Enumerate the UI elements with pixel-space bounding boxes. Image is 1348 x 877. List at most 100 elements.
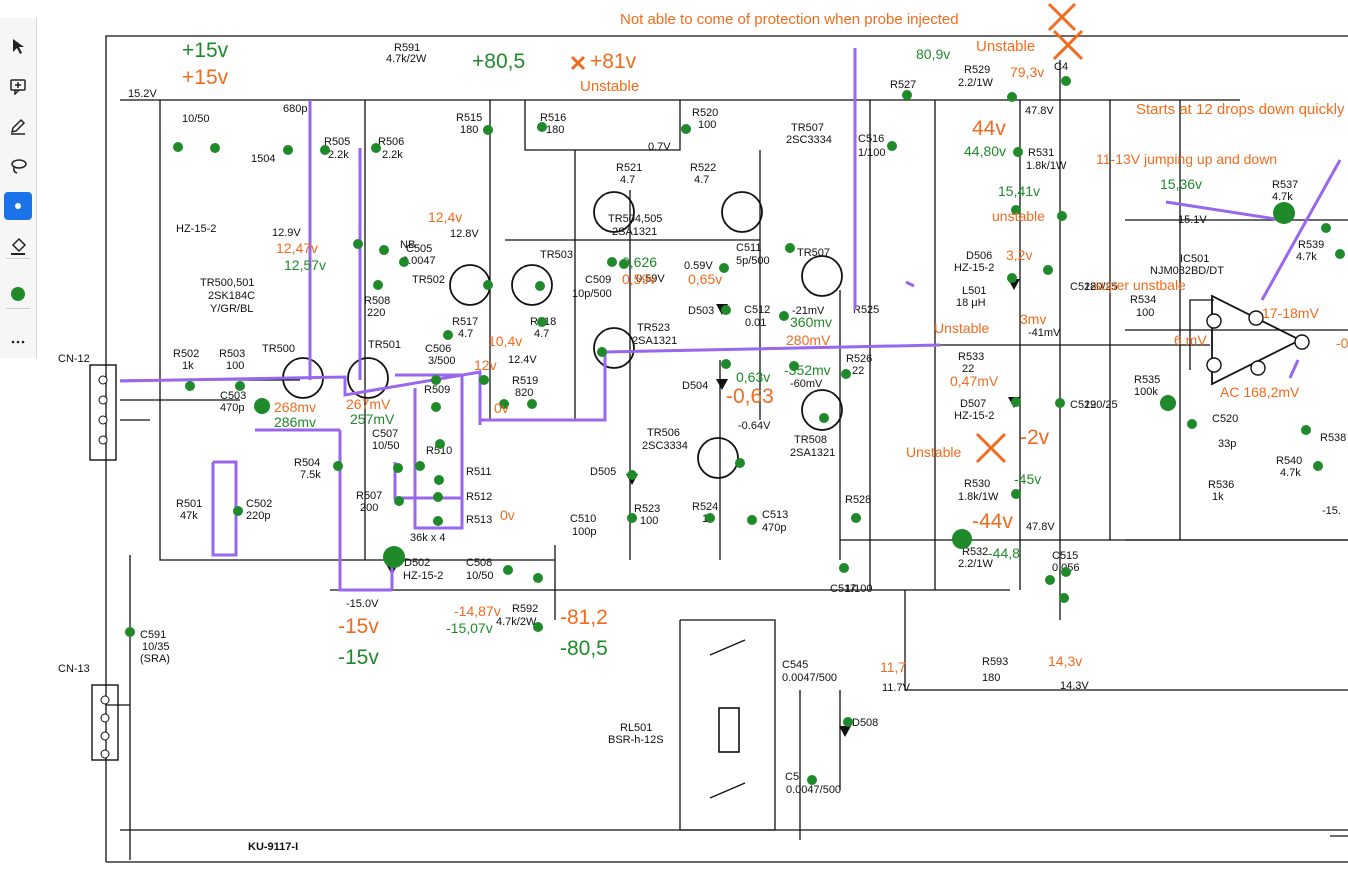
measurement-dot [841,369,851,379]
connector-pin[interactable] [100,749,110,759]
component-label: 2.2k [382,149,403,161]
component-label: 15.1V [1178,214,1207,226]
select-arrow-icon[interactable] [4,32,32,60]
connector-pin[interactable] [98,415,108,425]
component-label: CN-12 [58,353,90,365]
component-label: TR501 [368,339,401,351]
measurement-dot [851,513,861,523]
component-label: (SRA) [140,653,170,665]
component-label: 10/50 [372,440,400,452]
component-label: 4.7k [1296,251,1317,263]
component-label: 10p/500 [572,288,612,300]
component-label: IC501 [1180,253,1209,265]
measurement-dot [779,311,789,321]
measurement-dot [483,125,493,135]
relay-coil [718,707,740,753]
measurement-dot [1321,223,1331,233]
pen-icon[interactable] [4,112,32,140]
measurement-annotation: -80,5 [560,637,608,660]
measurement-dot [433,492,443,502]
component-label: 1504 [251,153,275,165]
opamp-pin [1248,310,1264,326]
component-label: 2.2/1W [958,558,993,570]
component-label: D506 [966,250,992,262]
relay-contact [709,639,746,656]
component-label: C505 [406,243,432,255]
component-label: C5 [785,771,799,783]
connector-pin[interactable] [100,695,110,705]
component-label: R592 [512,603,538,615]
connector-pin[interactable] [100,713,110,723]
component-label: TR500,501 [200,277,254,289]
connector-pin[interactable] [100,731,110,741]
transistor-symbol [721,191,763,233]
measurement-dot [415,461,425,471]
fill-bucket-icon[interactable] [4,232,32,260]
component-label: 470p [220,402,244,414]
measurement-dot [1011,489,1021,499]
measurement-annotation: 3mv [1020,311,1046,327]
measurement-dot [1011,205,1021,215]
measurement-annotation: unstable [992,208,1045,224]
measurement-annotation: -0,63 [726,385,774,408]
component-label: 200 [360,502,378,514]
purple-overlay-line [338,430,392,592]
point-marker-icon[interactable] [4,192,32,220]
failure-cross-icon [1047,2,1077,32]
component-label: R525 [853,304,879,316]
connector-pin[interactable] [98,435,108,445]
component-label: 4.7k/2W [496,616,537,628]
measurement-annotation: 3,2v [1006,247,1032,263]
measurement-dot [431,402,441,412]
schematic-canvas[interactable]: R5914.7k/2W15.2V10/50680p1504R5052.2kR50… [36,0,1348,877]
measurement-dot [819,413,829,423]
component-label: 0.59V [684,260,713,272]
component-label: R517 [452,316,478,328]
measurement-dot [394,496,404,506]
component-label: C509 [585,274,611,286]
lasso-icon[interactable] [4,152,32,180]
measurement-dot [747,515,757,525]
measurement-dot [887,141,897,151]
measurement-annotation: -15v [338,646,379,669]
component-label: R539 [1298,239,1324,251]
component-label: 4.7k [1280,467,1301,479]
measurement-annotation: 12v [474,357,497,373]
measurement-annotation: 15,36v [1160,176,1202,192]
measurement-dot [283,145,293,155]
toolbar-separator [6,308,30,309]
measurement-dot [533,573,543,583]
component-label: R512 [466,491,492,503]
color-swatch-icon[interactable] [4,280,32,308]
measurement-annotation: 11,7 [880,659,906,675]
add-comment-icon[interactable] [4,72,32,100]
component-label: TR500 [262,343,295,355]
measurement-dot [479,375,489,385]
component-label: 680p [283,103,307,115]
cn13-connector[interactable] [91,684,119,761]
diode-symbol [716,379,728,390]
measurement-annotation: +80,5 [472,50,525,73]
component-label: 36k x 4 [410,532,445,544]
component-label: 4.7 [620,174,635,186]
cn12-connector[interactable] [89,364,117,461]
component-label: -0.64V [738,420,771,432]
measurement-dot [721,305,731,315]
component-label: RL501 [620,722,652,734]
measurement-dot [499,399,509,409]
component-label: TR503 [540,249,573,261]
measurement-dot [443,330,453,340]
more-icon[interactable] [4,328,32,356]
measurement-annotation: Unstable [976,38,1035,55]
annotation-toolbar [0,18,37,358]
connector-pin[interactable] [98,395,108,405]
measurement-annotation: 360mv [790,314,832,330]
component-label: C4 [1054,61,1068,73]
measurement-dot [373,280,383,290]
connector-pin[interactable] [98,375,108,385]
measurement-annotation: +15v [182,39,229,62]
measurement-annotation: 14,3v [1048,653,1082,669]
component-label: D505 [590,466,616,478]
measurement-annotation: 280mV [786,332,831,348]
component-label: 180 [460,124,478,136]
